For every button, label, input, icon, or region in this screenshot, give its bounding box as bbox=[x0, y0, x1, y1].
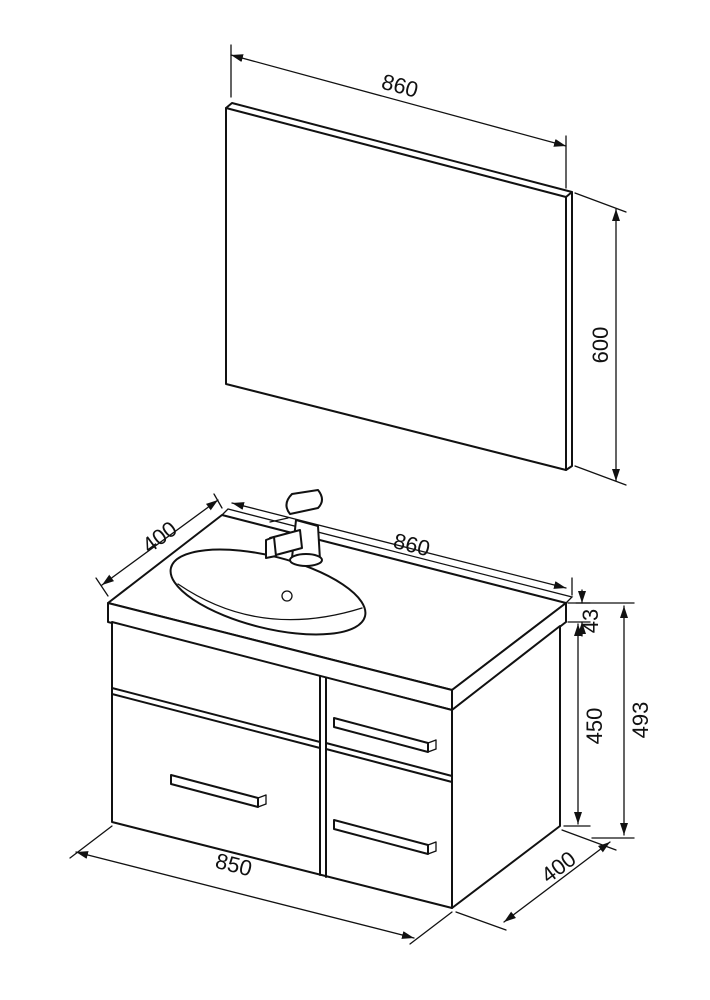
drawer-handle-top-right bbox=[333, 717, 437, 753]
cabinet-height-label: 450 bbox=[582, 708, 607, 745]
drawer-handle-bottom-right bbox=[333, 819, 437, 855]
top-width-label: 860 bbox=[391, 528, 433, 561]
overall-height-dimension: 493 bbox=[575, 602, 653, 839]
top-thickness-dimension: 43 bbox=[567, 589, 603, 637]
cabinet-depth-label: 400 bbox=[536, 846, 580, 888]
mirror bbox=[225, 102, 573, 471]
cabinet-height-dimension: 450 bbox=[563, 623, 607, 827]
drain-icon bbox=[281, 590, 293, 602]
mirror-height-dimension: 600 bbox=[574, 192, 627, 486]
mirror-height-label: 600 bbox=[588, 327, 613, 364]
door-handle-left bbox=[170, 774, 267, 808]
overall-height-label: 493 bbox=[628, 702, 653, 739]
top-thickness-label: 43 bbox=[578, 609, 603, 633]
